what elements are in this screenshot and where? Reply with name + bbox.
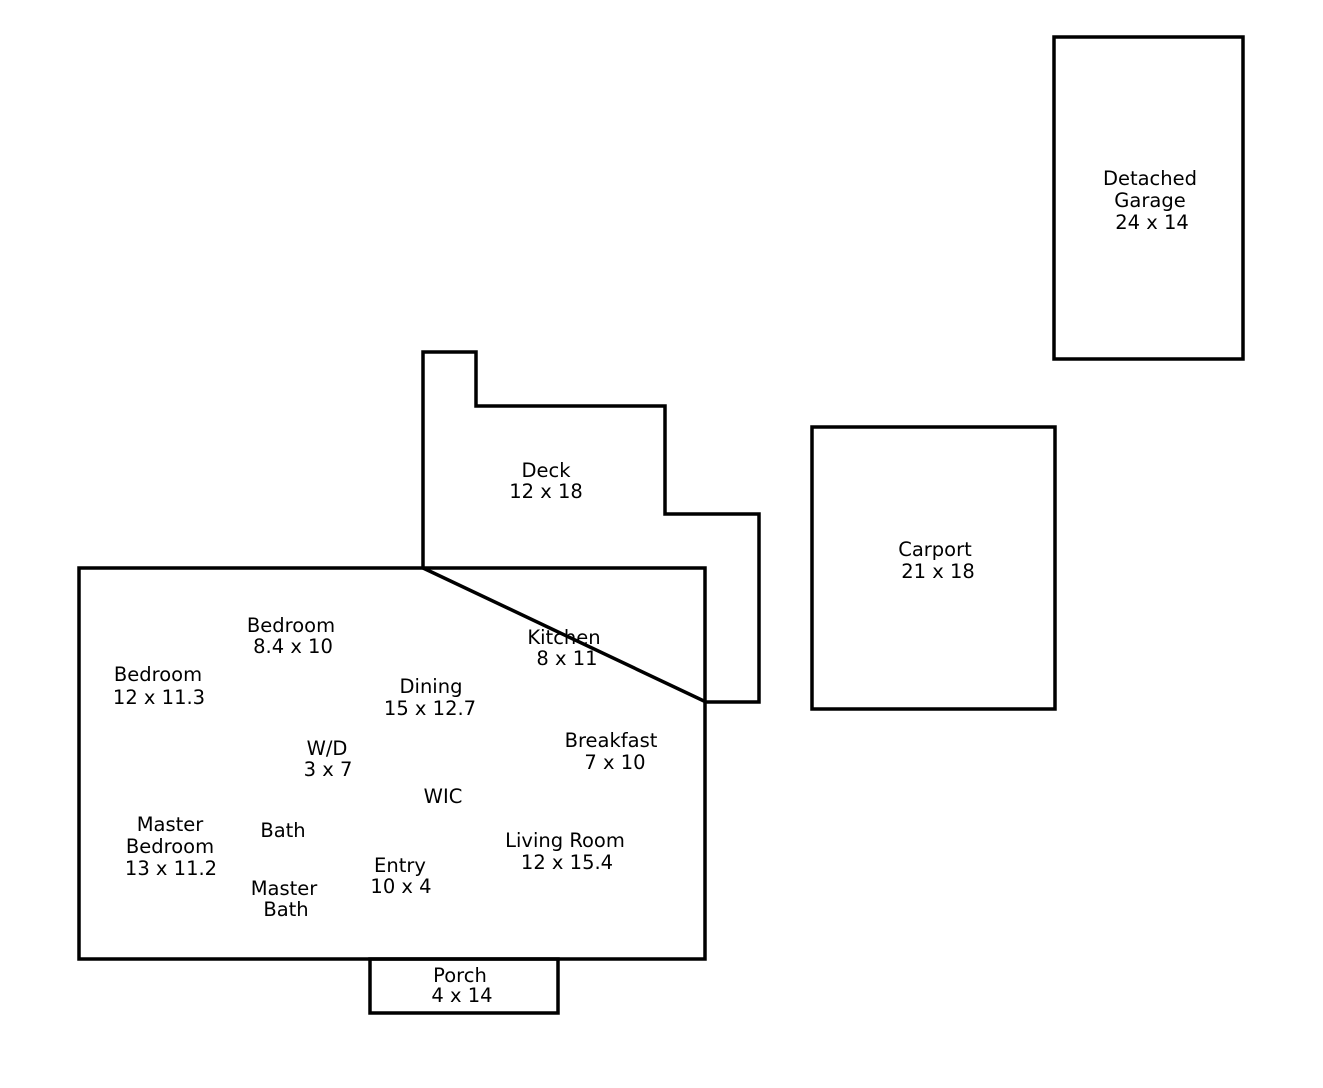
- carport-label: Carport 21 x 18: [898, 538, 975, 583]
- detached-garage-label: Detached Garage 24 x 14: [1103, 167, 1197, 234]
- porch-label: Porch 4 x 14: [431, 964, 492, 1007]
- living-room-label: Living Room 12 x 15.4: [505, 829, 625, 874]
- deck-name: Deck: [521, 459, 571, 482]
- living-room-size: 12 x 15.4: [521, 851, 613, 874]
- bedroom-2-size: 12 x 11.3: [113, 686, 205, 709]
- carport-outline: [810, 425, 1057, 711]
- bedroom-2-name: Bedroom: [114, 663, 202, 686]
- porch-outline: [368, 957, 560, 1015]
- carport-name: Carport: [898, 538, 972, 561]
- bedroom-1-size: 8.4 x 10: [253, 635, 333, 658]
- breakfast-size: 7 x 10: [584, 751, 645, 774]
- kitchen-name: Kitchen: [527, 626, 600, 649]
- master-bath-name-line1: Master: [251, 877, 319, 900]
- breakfast-name: Breakfast: [565, 729, 658, 752]
- master-bedroom-size: 13 x 11.2: [125, 857, 217, 880]
- deck-outline: [421, 350, 761, 704]
- wic-name: WIC: [424, 785, 463, 808]
- bedroom-1-label: Bedroom 8.4 x 10: [247, 614, 335, 658]
- bedroom-1-name: Bedroom: [247, 614, 335, 637]
- dining-name: Dining: [400, 675, 463, 698]
- detached-garage-outline: [1052, 35, 1245, 361]
- entry-label: Entry 10 x 4: [370, 854, 431, 898]
- breakfast-label: Breakfast 7 x 10: [565, 729, 658, 774]
- bedroom-2-label: Bedroom 12 x 11.3: [113, 663, 205, 709]
- porch-name: Porch: [433, 964, 487, 987]
- detached-garage-name-line1: Detached: [1103, 167, 1197, 190]
- laundry-label: W/D 3 x 7: [304, 737, 353, 781]
- dining-size: 15 x 12.7: [384, 697, 476, 720]
- entry-size: 10 x 4: [370, 875, 431, 898]
- kitchen-size: 8 x 11: [536, 647, 597, 670]
- dining-label: Dining 15 x 12.7: [384, 675, 476, 720]
- master-bath-name-line2: Bath: [263, 898, 308, 921]
- kitchen-label: Kitchen 8 x 11: [527, 626, 600, 670]
- laundry-name: W/D: [307, 737, 348, 760]
- detached-garage-name-line2: Garage: [1114, 189, 1185, 212]
- master-bedroom-name-line1: Master: [137, 813, 205, 836]
- deck-label: Deck 12 x 18: [509, 459, 583, 503]
- laundry-size: 3 x 7: [304, 758, 353, 781]
- carport-size: 21 x 18: [901, 560, 975, 583]
- deck-size: 12 x 18: [509, 480, 583, 503]
- master-bedroom-name-line2: Bedroom: [126, 835, 214, 858]
- master-bath-label: Master Bath: [251, 877, 319, 921]
- master-bedroom-label: Master Bedroom 13 x 11.2: [125, 813, 217, 880]
- living-room-name: Living Room: [505, 829, 625, 852]
- detached-garage-size: 24 x 14: [1115, 211, 1189, 234]
- bath-name: Bath: [260, 819, 305, 842]
- porch-size: 4 x 14: [431, 984, 492, 1007]
- entry-name: Entry: [374, 854, 426, 877]
